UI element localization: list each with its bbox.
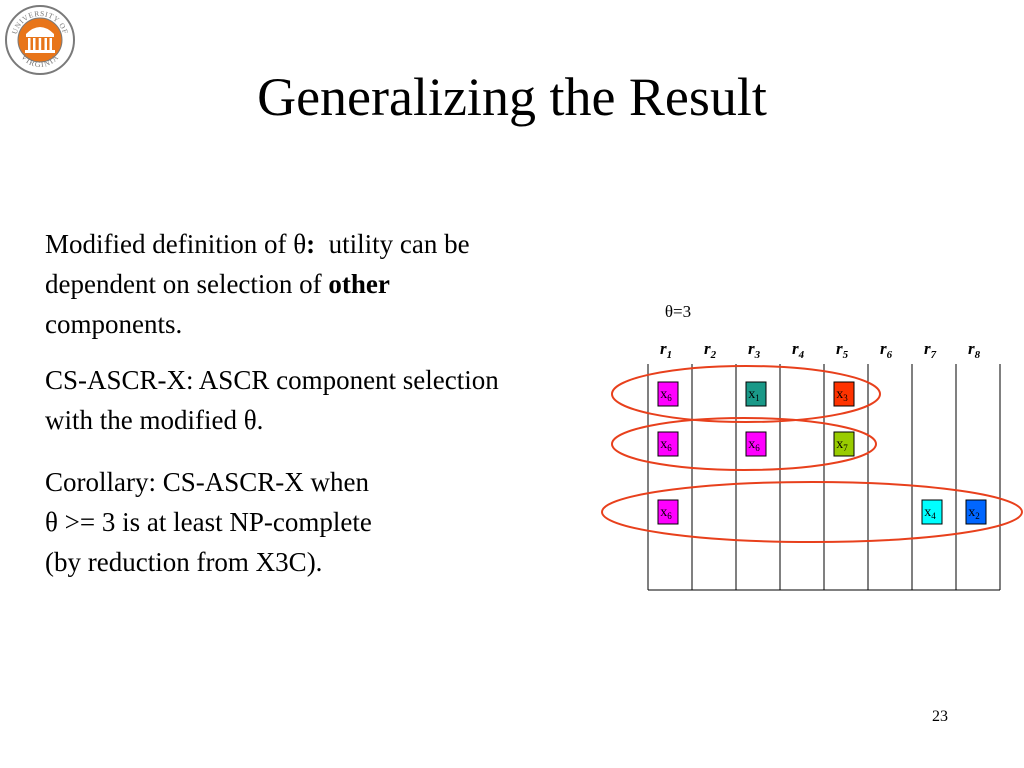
slide-number: 23	[932, 708, 948, 725]
component-box: x1	[745, 381, 767, 407]
paragraph-cs-ascr-x: CS-ASCR-X: ASCR component selection with…	[45, 365, 499, 435]
component-box: x4	[921, 499, 943, 525]
p1-lead: Modified definition of θ	[45, 229, 307, 259]
row-selection-ellipse	[611, 365, 881, 423]
column-label-r1: r1	[660, 339, 672, 361]
theta-label: θ=3	[665, 302, 691, 321]
row-selection-ellipse	[601, 481, 1023, 543]
component-box: x6	[657, 431, 679, 457]
column-label-r4: r4	[792, 339, 805, 361]
paragraph-definition: Modified definition of θ: utility can be…	[45, 224, 515, 344]
column-label-r7: r7	[924, 339, 937, 361]
p1-colon: :	[306, 229, 316, 259]
component-selection-diagram: θ=3 r1 r2 r3 r4 r5 r6 r7 r8 x6 x1 x3 x6 x6 x7 x6 x4 x2	[601, 302, 1023, 591]
component-box: x6	[657, 499, 679, 525]
component-box: x7	[833, 431, 855, 457]
component-label: x2	[968, 505, 980, 521]
component-box: x6	[657, 381, 679, 407]
slide-title: Generalizing the Result	[257, 67, 767, 127]
column-label-r8: r8	[968, 339, 981, 361]
university-seal-logo: UNIVERSITY OF VIRGINIA	[5, 5, 75, 75]
row-selection-ellipse	[611, 417, 877, 471]
component-layer: x6 x1 x3 x6 x6 x7 x6 x4 x2	[657, 381, 987, 525]
rotunda-seal-icon	[25, 27, 55, 53]
component-box: x3	[833, 381, 855, 407]
column-label-r2: r2	[704, 339, 717, 361]
p1-bold-other: other	[328, 269, 390, 299]
p1-mid: utility can be dependent on selection of	[45, 229, 477, 299]
component-box: x6	[745, 431, 767, 457]
p1-tail: components.	[45, 309, 183, 339]
component-label: x1	[748, 387, 760, 403]
row-ellipse-layer	[601, 365, 1023, 543]
column-label-r5: r5	[836, 339, 849, 361]
column-layer: r1 r2 r3 r4 r5 r6 r7 r8	[647, 339, 1001, 591]
corollary-line-2: θ >= 3 is at least NP-complete	[45, 507, 372, 537]
column-label-r6: r6	[880, 339, 893, 361]
column-label-r3: r3	[748, 339, 761, 361]
paragraph-corollary: Corollary: CS-ASCR-X when θ >= 3 is at le…	[45, 462, 515, 582]
corollary-line-3: (by reduction from X3C).	[45, 547, 323, 577]
component-box: x2	[965, 499, 987, 525]
corollary-line-1: Corollary: CS-ASCR-X when	[45, 467, 369, 497]
